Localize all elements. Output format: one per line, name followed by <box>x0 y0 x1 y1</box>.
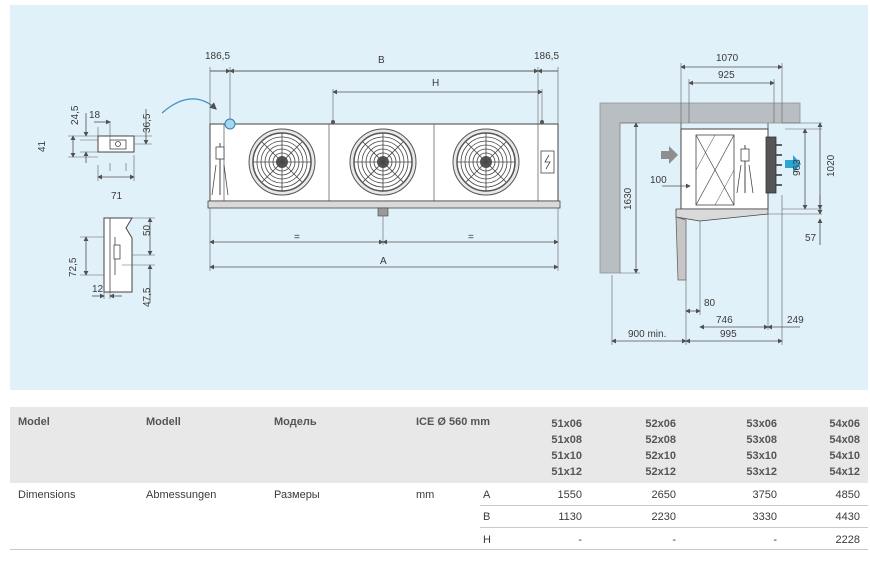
model-column: 51x06 51x08 51x10 51x12 <box>550 416 582 480</box>
row-divider <box>480 505 868 506</box>
dimension-value: 2650 <box>651 489 676 501</box>
detail-marker-icon <box>224 118 236 130</box>
row-label-en: Dimensions <box>18 489 76 501</box>
dim-H: H <box>432 78 439 89</box>
model-code: 52x12 <box>645 466 676 478</box>
technical-drawing-panel: 18 24,5 36,5 41 71 50 72,5 12 47,5 <box>10 5 868 390</box>
end-view: 1070 925 100 1630 963 1020 57 80 746 249… <box>599 53 837 345</box>
valve-icon <box>736 145 754 194</box>
row-unit: mm <box>416 489 435 501</box>
dim-1070: 1070 <box>716 53 739 64</box>
model-code: 53x10 <box>746 450 777 462</box>
electrical-box-icon <box>540 150 555 174</box>
dim-900-min: 900 min. <box>628 329 666 340</box>
model-code: 52x08 <box>645 434 676 446</box>
dim-1020: 1020 <box>826 154 837 177</box>
fan-icon <box>349 128 417 196</box>
dim-41: 41 <box>37 140 48 152</box>
airflow-out-arrow-icon <box>785 155 801 173</box>
model-column: 54x06 54x08 54x10 54x12 <box>828 416 860 480</box>
dim-equal-left: = <box>294 232 300 243</box>
dim-18: 18 <box>89 110 101 121</box>
dim-72-5: 72,5 <box>68 257 79 277</box>
dim-47-5: 47,5 <box>142 287 153 307</box>
dim-186-5-right: 186,5 <box>534 51 559 62</box>
model-code: 53x12 <box>746 466 777 478</box>
dim-24-5: 24,5 <box>70 105 81 125</box>
dim-equal-right: = <box>468 232 474 243</box>
dim-71: 71 <box>111 191 123 202</box>
detail-top-view: 18 24,5 36,5 41 71 <box>37 105 153 202</box>
dim-100: 100 <box>650 175 667 186</box>
dimensions-table: Model Modell Модель ICE Ø 560 mm 51x06 5… <box>10 407 868 572</box>
dim-186-5-left: 186,5 <box>205 51 230 62</box>
dim-963: 963 <box>792 159 803 176</box>
dimension-key: H <box>483 534 491 546</box>
row-label-de: Abmessungen <box>146 489 217 501</box>
model-code: 54x08 <box>829 434 860 446</box>
dimension-value: 1130 <box>558 511 582 523</box>
model-code: 54x12 <box>829 466 860 478</box>
fan-guard-icon <box>765 136 782 194</box>
dimension-key: A <box>483 489 491 501</box>
dimension-value: - <box>773 534 777 546</box>
dim-925: 925 <box>718 70 735 81</box>
dim-12: 12 <box>92 284 104 295</box>
dimension-value: 4850 <box>835 489 860 501</box>
model-code: 51x06 <box>551 418 582 430</box>
model-code: 54x06 <box>829 418 860 430</box>
row-divider <box>10 549 868 550</box>
row-label-ru: Размеры <box>274 489 320 501</box>
detail-bottom-view: 50 72,5 12 47,5 <box>68 217 155 307</box>
dimension-value: - <box>672 534 676 546</box>
dim-1630: 1630 <box>623 187 634 210</box>
fan-icon <box>248 128 316 196</box>
dimension-value: 3750 <box>752 489 777 501</box>
model-code: 53x06 <box>746 418 777 430</box>
model-code: 52x06 <box>645 418 676 430</box>
dim-57: 57 <box>805 233 817 244</box>
detail-callout-arrow <box>161 98 217 114</box>
dim-995: 995 <box>720 329 737 340</box>
dimension-value: - <box>578 534 582 546</box>
side-view: 186,5 B 186,5 H = = A <box>205 51 561 271</box>
dimension-key: B <box>483 511 491 523</box>
dim-50: 50 <box>142 224 153 236</box>
model-code: 53x08 <box>746 434 777 446</box>
dim-746: 746 <box>716 315 733 326</box>
row-divider <box>480 527 868 528</box>
dim-A: A <box>380 256 387 267</box>
model-code: 51x10 <box>551 450 582 462</box>
dim-249: 249 <box>787 315 804 326</box>
model-column: 52x06 52x08 52x10 52x12 <box>644 416 676 480</box>
fan-icon <box>452 128 520 196</box>
dim-80: 80 <box>704 298 716 309</box>
model-code: 54x10 <box>829 450 860 462</box>
valve-icon <box>211 143 229 196</box>
header-model-ru: Модель <box>274 416 317 428</box>
model-code: 51x08 <box>551 434 582 446</box>
header-series: ICE Ø 560 mm <box>416 416 490 428</box>
dimension-value: 2228 <box>835 534 860 546</box>
dim-B: B <box>378 55 385 66</box>
header-model-en: Model <box>18 416 50 428</box>
dimension-value: 2230 <box>651 511 676 523</box>
airflow-in-arrow-icon <box>661 146 678 164</box>
table-header <box>10 407 868 483</box>
dimension-value: 3330 <box>752 511 777 523</box>
dimension-value: 4430 <box>835 511 860 523</box>
dimension-value: 1550 <box>557 489 582 501</box>
model-column: 53x06 53x08 53x10 53x12 <box>745 416 777 480</box>
dim-36-5: 36,5 <box>142 113 153 133</box>
model-code: 51x12 <box>551 466 582 478</box>
dimension-drawing: 18 24,5 36,5 41 71 50 72,5 12 47,5 <box>37 51 837 345</box>
model-code: 52x10 <box>645 450 676 462</box>
header-model-de: Modell <box>146 416 181 428</box>
